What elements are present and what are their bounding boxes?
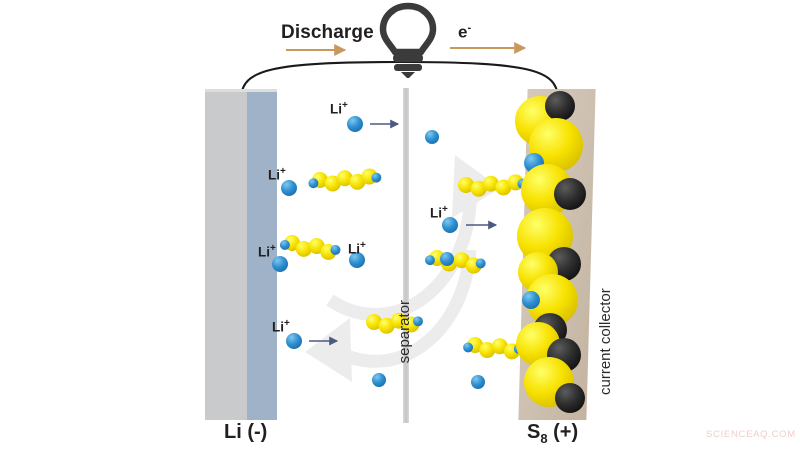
sulfur-atom [324,175,341,192]
lithium-ion [272,256,288,272]
electron-charge: - [467,22,472,34]
lithium-atom [308,178,319,189]
separator-label: separator [396,300,413,364]
anode-front-face [205,89,247,420]
lithium-atom [413,316,423,327]
sulfur-atom [479,342,496,359]
watermark: SCIENCEAQ.COM [706,429,796,440]
sulfur-atom [378,317,395,334]
cathode-subscript: 8 [540,431,548,446]
sulfur-particle [526,274,578,326]
lithium-atom [425,255,435,266]
sulfur-atom [336,170,353,187]
lithium-atom [279,239,290,250]
separator-membrane [403,88,409,423]
polysulfide-chain [308,168,382,192]
lithium-ion [349,252,365,268]
cathode-charge: (+) [547,421,579,443]
sulfur-atom [491,338,508,355]
carbon-particle [555,383,585,413]
polysulfide-chain [366,312,423,334]
lithium-anode [205,89,277,420]
anode-side-face [247,89,277,420]
lithium-ion [442,217,458,233]
sulfur-atom [390,312,407,329]
lithium-ion [286,333,302,349]
sulfur-atom [495,179,512,196]
lithium-ion [522,291,540,309]
carbon-particle [545,91,575,121]
discharge-label: Discharge [281,22,374,43]
electron-label: e- [458,22,471,43]
lithium-ion [471,375,485,389]
lithium-ion [347,116,363,132]
lithium-atom [463,342,474,353]
sulfur-atom [295,240,312,257]
sulfur-atom [366,314,382,330]
light-bulb-icon [379,2,437,78]
carbon-particle [554,178,586,210]
polysulfide-chain [463,337,524,360]
lithium-atom [330,244,341,255]
current-collector-label: current collector [597,288,614,395]
lithium-ion [372,373,386,387]
lithium-ion [440,252,454,266]
sulfur-atom [470,180,487,197]
lithium-atom [475,258,486,269]
cathode-caption: S8 (+) [527,421,578,446]
anode-caption: Li (-) [224,421,268,443]
cathode-element: S [527,421,541,443]
lithium-ion [281,180,297,196]
anode-top-edge [205,89,277,92]
polysulfide-chain [458,174,528,197]
sulfur-atom [482,175,499,192]
electron-symbol: e [458,22,468,42]
sulfur-atom [349,173,366,190]
sulfur-atom [453,252,470,269]
lithium-atom [371,172,382,183]
lithium-ion [425,130,439,144]
sulfur-atom [458,177,474,193]
polysulfide-chain [279,235,341,260]
